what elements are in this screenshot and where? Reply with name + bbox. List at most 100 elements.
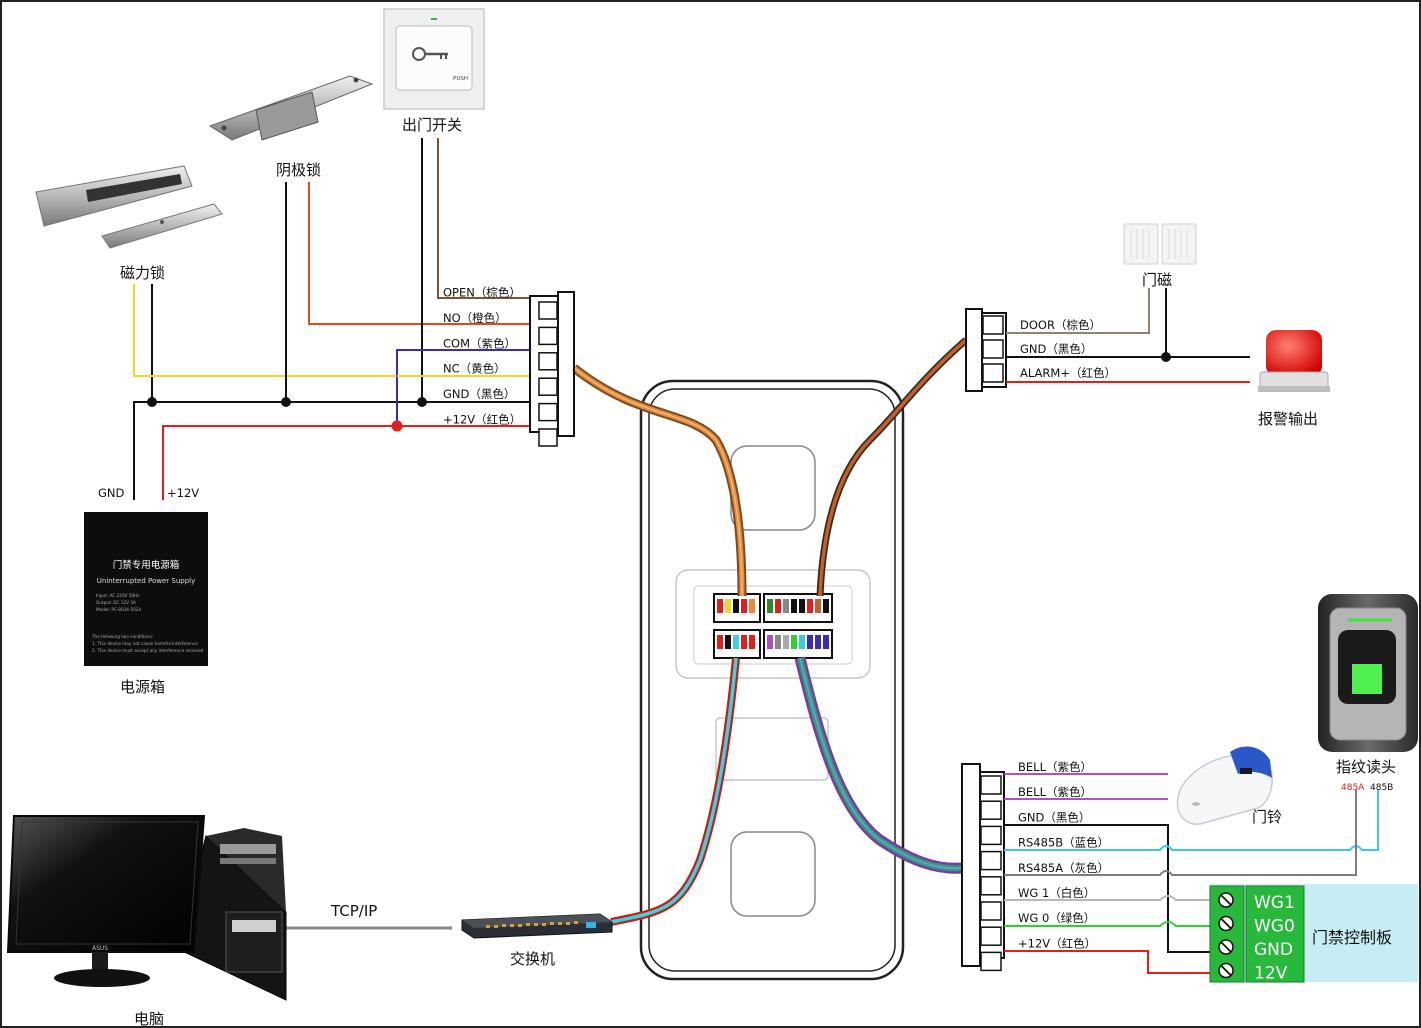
- fingerprint-reader: [1318, 594, 1418, 752]
- right-top-conn-cell: [982, 315, 1004, 335]
- magnetic-lock: [35, 165, 223, 249]
- left-conn-cell: [538, 352, 558, 371]
- harness-right-top: [816, 337, 969, 597]
- power-note-1: The following two conditions:: [91, 634, 153, 639]
- psu-gnd-label: GND: [98, 486, 125, 500]
- left-conn-label: NC（黄色）: [443, 362, 506, 376]
- socket-pin: [767, 635, 773, 649]
- doorbell: [1176, 746, 1273, 825]
- panel-slot-bottom: [730, 831, 816, 917]
- reader-485a-label: 485A: [1341, 783, 1365, 793]
- psu-12v-label: +12V: [167, 486, 199, 500]
- controller-label: 门禁控制板: [1312, 928, 1392, 947]
- harness-lower-right: [794, 656, 963, 874]
- left-conn-cell: [538, 326, 558, 346]
- right-top-conn-cell: [982, 363, 1004, 383]
- controller-terminal-label: WG1: [1254, 893, 1295, 913]
- controller-terminal-label: 12V: [1254, 964, 1288, 984]
- power-note-2: 1. This device may not cause harmful int…: [92, 641, 198, 646]
- door-sensor-label: 门磁: [1142, 271, 1172, 289]
- doorbell-label: 门铃: [1252, 808, 1282, 826]
- magnetic-lock-label: 磁力锁: [120, 264, 165, 282]
- socket-pin: [717, 599, 723, 613]
- socket-pin: [775, 635, 781, 649]
- socket-pin: [749, 599, 755, 613]
- socket-pin: [799, 635, 805, 649]
- socket-pin: [807, 599, 813, 613]
- right-bottom-conn-label: GND（黑色）: [1018, 810, 1090, 824]
- socket-pin: [725, 635, 731, 649]
- right-bottom-conn-cell: [980, 850, 1002, 871]
- right-bottom-conn-cell: [980, 876, 1002, 896]
- left-conn-cell: [538, 301, 558, 320]
- right-top-conn-label: ALARM+（红色）: [1020, 366, 1116, 380]
- computer: ASUS: [6, 815, 287, 1001]
- socket-pin: [823, 635, 829, 649]
- fingerprint-label: 指纹读头: [1336, 758, 1396, 776]
- socket-pin: [815, 599, 821, 613]
- socket-pin: [823, 599, 829, 613]
- socket-pin: [791, 635, 797, 649]
- right-bottom-conn-label: BELL（紫色）: [1018, 785, 1092, 799]
- right-bottom-conn-cell: [980, 800, 1002, 820]
- left-conn-label: OPEN（棕色）: [443, 286, 521, 300]
- power-title: 门禁专用电源箱: [113, 559, 180, 571]
- socket-pin: [791, 599, 797, 613]
- socket-pin: [749, 635, 755, 649]
- right-top-connector: DOOR（棕色）GND（黑色）ALARM+（红色）: [965, 288, 1250, 392]
- left-conn-cell: [538, 377, 558, 396]
- left-conn-label: GND（黑色）: [443, 387, 515, 401]
- door-sensor: [1123, 223, 1197, 265]
- left-connector: OPEN（棕色）NO（橙色）COM（紫色）NC（黄色）GND（黑色）+12V（红…: [443, 286, 575, 447]
- exit-button: PUSH: [383, 8, 485, 110]
- socket-pin: [783, 599, 789, 613]
- socket-pin: [733, 635, 739, 649]
- right-bottom-conn-cell: [980, 951, 1002, 972]
- right-top-conn-cell: [982, 339, 1004, 359]
- power-box-label: 电源箱: [120, 678, 165, 696]
- left-conn-label: +12V（红色）: [443, 413, 521, 427]
- left-conn-label: NO（橙色）: [443, 311, 507, 325]
- left-conn-cell: [538, 428, 558, 447]
- right-bottom-conn-cell: [980, 901, 1002, 921]
- socket-pin: [733, 599, 739, 613]
- socket-pin: [717, 635, 723, 649]
- reader-485b-label: 485B: [1370, 783, 1393, 793]
- socket-pin: [783, 635, 789, 649]
- right-bottom-conn-cell: [980, 825, 1002, 846]
- controller-terminal-label: GND: [1254, 940, 1293, 960]
- key-icon: [412, 47, 448, 61]
- socket-2: [763, 593, 833, 623]
- harness-left-top: [571, 364, 747, 597]
- computer-label: 电脑: [134, 1010, 164, 1028]
- strike-lock: [208, 75, 374, 141]
- harness-lower-left: [610, 657, 740, 926]
- power-spec-3: Model: PC-8034-5024: [96, 607, 141, 612]
- switch-label: 交换机: [510, 950, 555, 968]
- right-bottom-conn-cell: [980, 775, 1002, 795]
- right-bottom-conn-label: BELL（紫色）: [1018, 760, 1092, 774]
- alarm-label: 报警输出: [1258, 410, 1318, 428]
- socket-pin: [799, 599, 805, 613]
- right-bottom-conn-label: +12V（红色）: [1018, 936, 1096, 950]
- monitor-brand: ASUS: [92, 945, 108, 952]
- exit-button-label: 出门开关: [402, 116, 462, 134]
- power-spec-2: Output: DC 12V 3A: [96, 600, 136, 605]
- right-bottom-conn-label: WG 1（白色）: [1018, 886, 1095, 900]
- right-bottom-conn-label: RS485A（灰色）: [1018, 861, 1109, 875]
- socket-pin: [767, 599, 773, 613]
- socket-pin: [775, 599, 781, 613]
- network-switch: [461, 913, 613, 939]
- left-conn-cell: [538, 402, 558, 422]
- push-label: PUSH: [453, 76, 468, 82]
- socket-4: [763, 629, 833, 659]
- right-bottom-conn-label: WG 0（绿色）: [1018, 911, 1095, 925]
- strike-lock-label: 阴极锁: [276, 161, 321, 179]
- controller-terminal-label: WG0: [1254, 917, 1295, 937]
- socket-pin: [725, 599, 731, 613]
- tcpip-label: TCP/IP: [330, 902, 377, 920]
- fingerprint-sensor-icon: [1352, 664, 1382, 694]
